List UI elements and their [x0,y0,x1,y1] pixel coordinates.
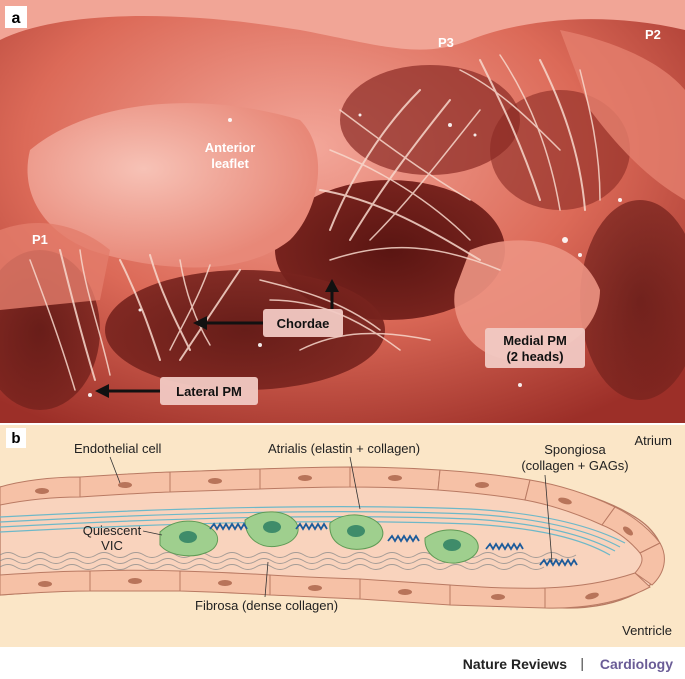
vic-cell [159,520,219,557]
label-p1: P1 [32,232,48,247]
panel-a-photo: a P3 P2 P1 Anterior leaflet Chordae Medi… [0,0,685,423]
label-quiescent-line2: VIC [101,538,123,553]
spongiosa-gag-clusters [209,522,578,567]
leader-spongiosa [544,474,553,563]
panel-a-letter: a [12,10,21,27]
chordae-strands [29,54,601,391]
leaflet-tissue [0,0,685,360]
label-quiescent-line1: Quiescent [83,523,142,538]
label-anterior-line2: leaflet [211,156,249,171]
label-chordae: Chordae [277,316,330,331]
label-endothelial-cell: Endothelial cell [74,441,162,456]
endothelial-nuclei-top [35,475,633,536]
cavities [0,65,685,410]
leader-quiescent-vic [142,530,163,536]
label-anterior-line1: Anterior [205,140,256,155]
fibrosa-collagen-fibres [0,552,577,570]
vic-cell [329,514,384,550]
medial-pm-label-box [485,328,585,368]
leader-endothelial [109,456,121,484]
label-spongiosa-line2: (collagen + GAGs) [521,458,628,473]
leader-fibrosa [264,561,269,598]
panel-b-letter-box [6,428,26,448]
footer-separator: | [580,655,584,671]
arrowhead-chordae-left [193,316,207,330]
label-lateral-pm: Lateral PM [176,384,242,399]
label-fibrosa: Fibrosa (dense collagen) [195,598,338,613]
label-medial-pm-line2: (2 heads) [506,349,563,364]
label-medial-pm-line1: Medial PM [503,333,567,348]
endothelial-layer-bottom [0,569,651,609]
panel-a-letter-box [5,6,27,28]
publisher-name: Nature Reviews [462,656,567,672]
label-atrialis: Atrialis (elastin + collagen) [268,441,420,456]
chordae-label-box [263,309,343,337]
label-atrium: Atrium [634,433,672,448]
label-p2: P2 [645,27,661,42]
lateral-pm-label-box [160,377,258,405]
journal-footer: Nature Reviews | Cardiology [0,647,685,679]
label-spongiosa-line1: Spongiosa [544,442,606,457]
label-p3: P3 [438,35,454,50]
atrialis-elastin-fibres [0,505,626,556]
panel-b-schematic: b Endothelial cell Atrialis (elastin + c… [0,425,685,647]
highlights [88,113,622,397]
panel-b-letter: b [11,430,20,447]
arrowhead-chordae-up [325,279,339,292]
endothelial-nuclei-bottom [38,578,599,600]
label-ventricle: Ventricle [622,623,672,638]
leader-atrialis [349,456,361,510]
arrowhead-lateral-pm [95,384,109,398]
vic-cell [244,511,299,548]
journal-name: Cardiology [599,656,673,672]
vic-cell [424,529,479,564]
valve-interstitial-cells [159,511,479,564]
